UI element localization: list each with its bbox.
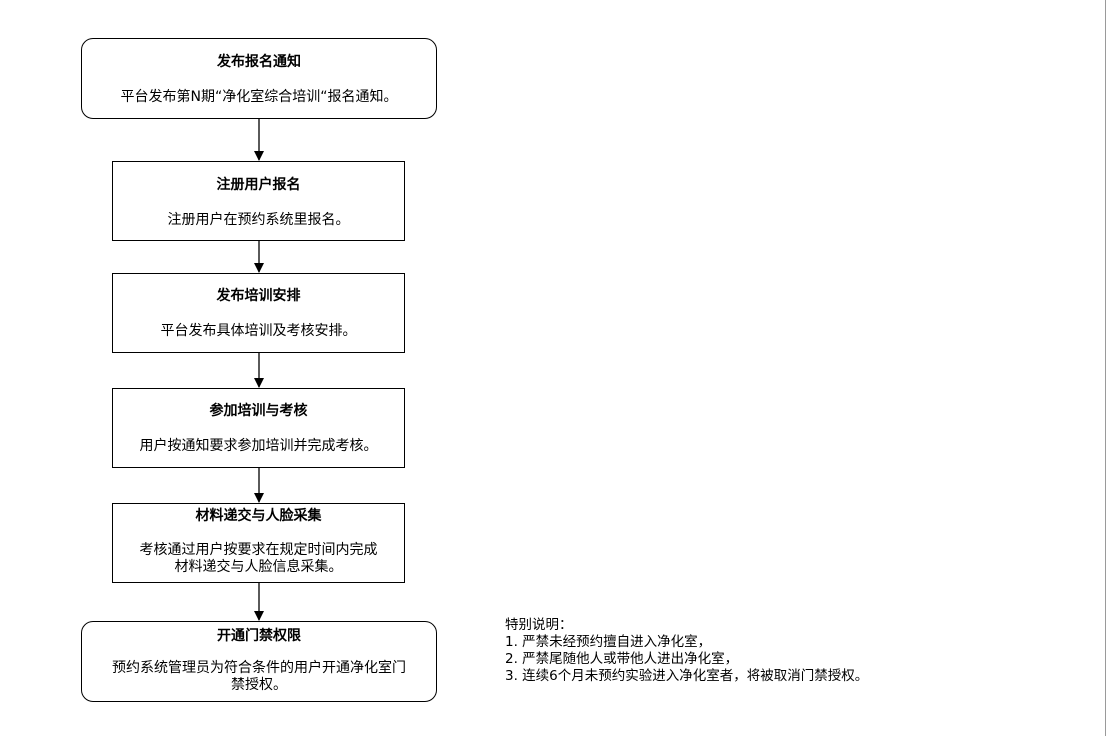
step-desc: 平台发布具体培训及考核安排。 [160, 323, 357, 339]
notes-item: 3. 连续6个月未预约实验进入净化室者，将被取消门禁授权。 [505, 668, 869, 684]
page-right-border [1105, 0, 1106, 736]
step-title: 注册用户报名 [216, 177, 301, 193]
step-desc: 平台发布第N期“净化室综合培训“报名通知。 [120, 89, 398, 105]
notes-item: 2. 严禁尾随他人或带他人进出净化室， [505, 651, 739, 667]
step-training-exam: 参加培训与考核 用户按通知要求参加培训并完成考核。 [112, 388, 405, 468]
step-title: 参加培训与考核 [209, 403, 308, 419]
step-materials-face: 材料递交与人脸采集 考核通过用户按要求在规定时间内完成 材料递交与人脸信息采集。 [112, 503, 405, 583]
notes-item: 1. 严禁未经预约擅自进入净化室， [505, 634, 712, 650]
special-notes: 特别说明： 1. 严禁未经预约擅自进入净化室， 2. 严禁尾随他人或带他人进出净… [505, 617, 868, 685]
step-title: 发布报名通知 [217, 54, 301, 70]
step-desc: 注册用户在预约系统里报名。 [167, 212, 350, 228]
step-grant-access: 开通门禁权限 预约系统管理员为符合条件的用户开通净化室门 禁授权。 [81, 621, 437, 702]
step-desc: 用户按通知要求参加培训并完成考核。 [139, 438, 378, 454]
step-desc: 预约系统管理员为符合条件的用户开通净化室门 禁授权。 [112, 660, 406, 693]
step-publish-notice: 发布报名通知 平台发布第N期“净化室综合培训“报名通知。 [81, 38, 437, 119]
step-title: 发布培训安排 [216, 288, 301, 304]
step-desc: 考核通过用户按要求在规定时间内完成 材料递交与人脸信息采集。 [139, 542, 378, 575]
step-user-register: 注册用户报名 注册用户在预约系统里报名。 [112, 161, 405, 241]
notes-heading: 特别说明： [505, 617, 573, 633]
step-title: 材料递交与人脸采集 [195, 508, 322, 524]
step-publish-schedule: 发布培训安排 平台发布具体培训及考核安排。 [112, 273, 405, 353]
step-title: 开通门禁权限 [217, 628, 301, 644]
